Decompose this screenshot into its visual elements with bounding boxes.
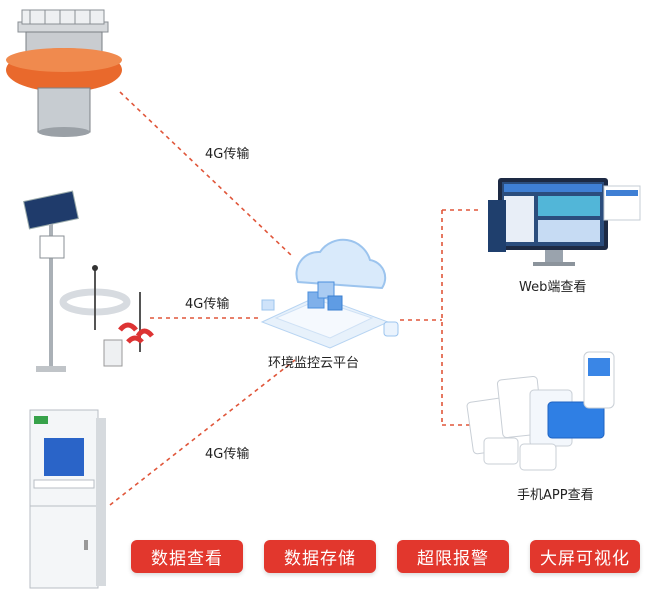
cloud-platform-icon — [260, 238, 399, 349]
web-dashboard-icon — [488, 178, 641, 266]
platform-label: 环境监控云平台 — [268, 356, 360, 371]
link-label-buoy: 4G传输 — [205, 147, 250, 162]
web-view-label: Web端查看 — [519, 280, 587, 295]
data-storage-button[interactable]: 数据存储 — [264, 540, 376, 573]
buoy-device-icon — [6, 9, 122, 137]
big-screen-visualization-button[interactable]: 大屏可视化 — [530, 540, 640, 573]
monitoring-cabinet-icon — [29, 409, 106, 589]
overlimit-alarm-button[interactable]: 超限报警 — [397, 540, 509, 573]
link-label-station: 4G传输 — [185, 297, 230, 312]
connector-lines — [109, 91, 478, 506]
buoy-to-cloud-line — [119, 91, 293, 257]
weather-station-icon — [23, 190, 154, 372]
link-label-cabinet: 4G传输 — [205, 447, 250, 462]
data-view-button[interactable]: 数据查看 — [131, 540, 243, 573]
cabinet-to-cloud-line — [109, 359, 296, 506]
mobile-app-icon — [466, 351, 615, 471]
app-view-label: 手机APP查看 — [517, 488, 594, 503]
